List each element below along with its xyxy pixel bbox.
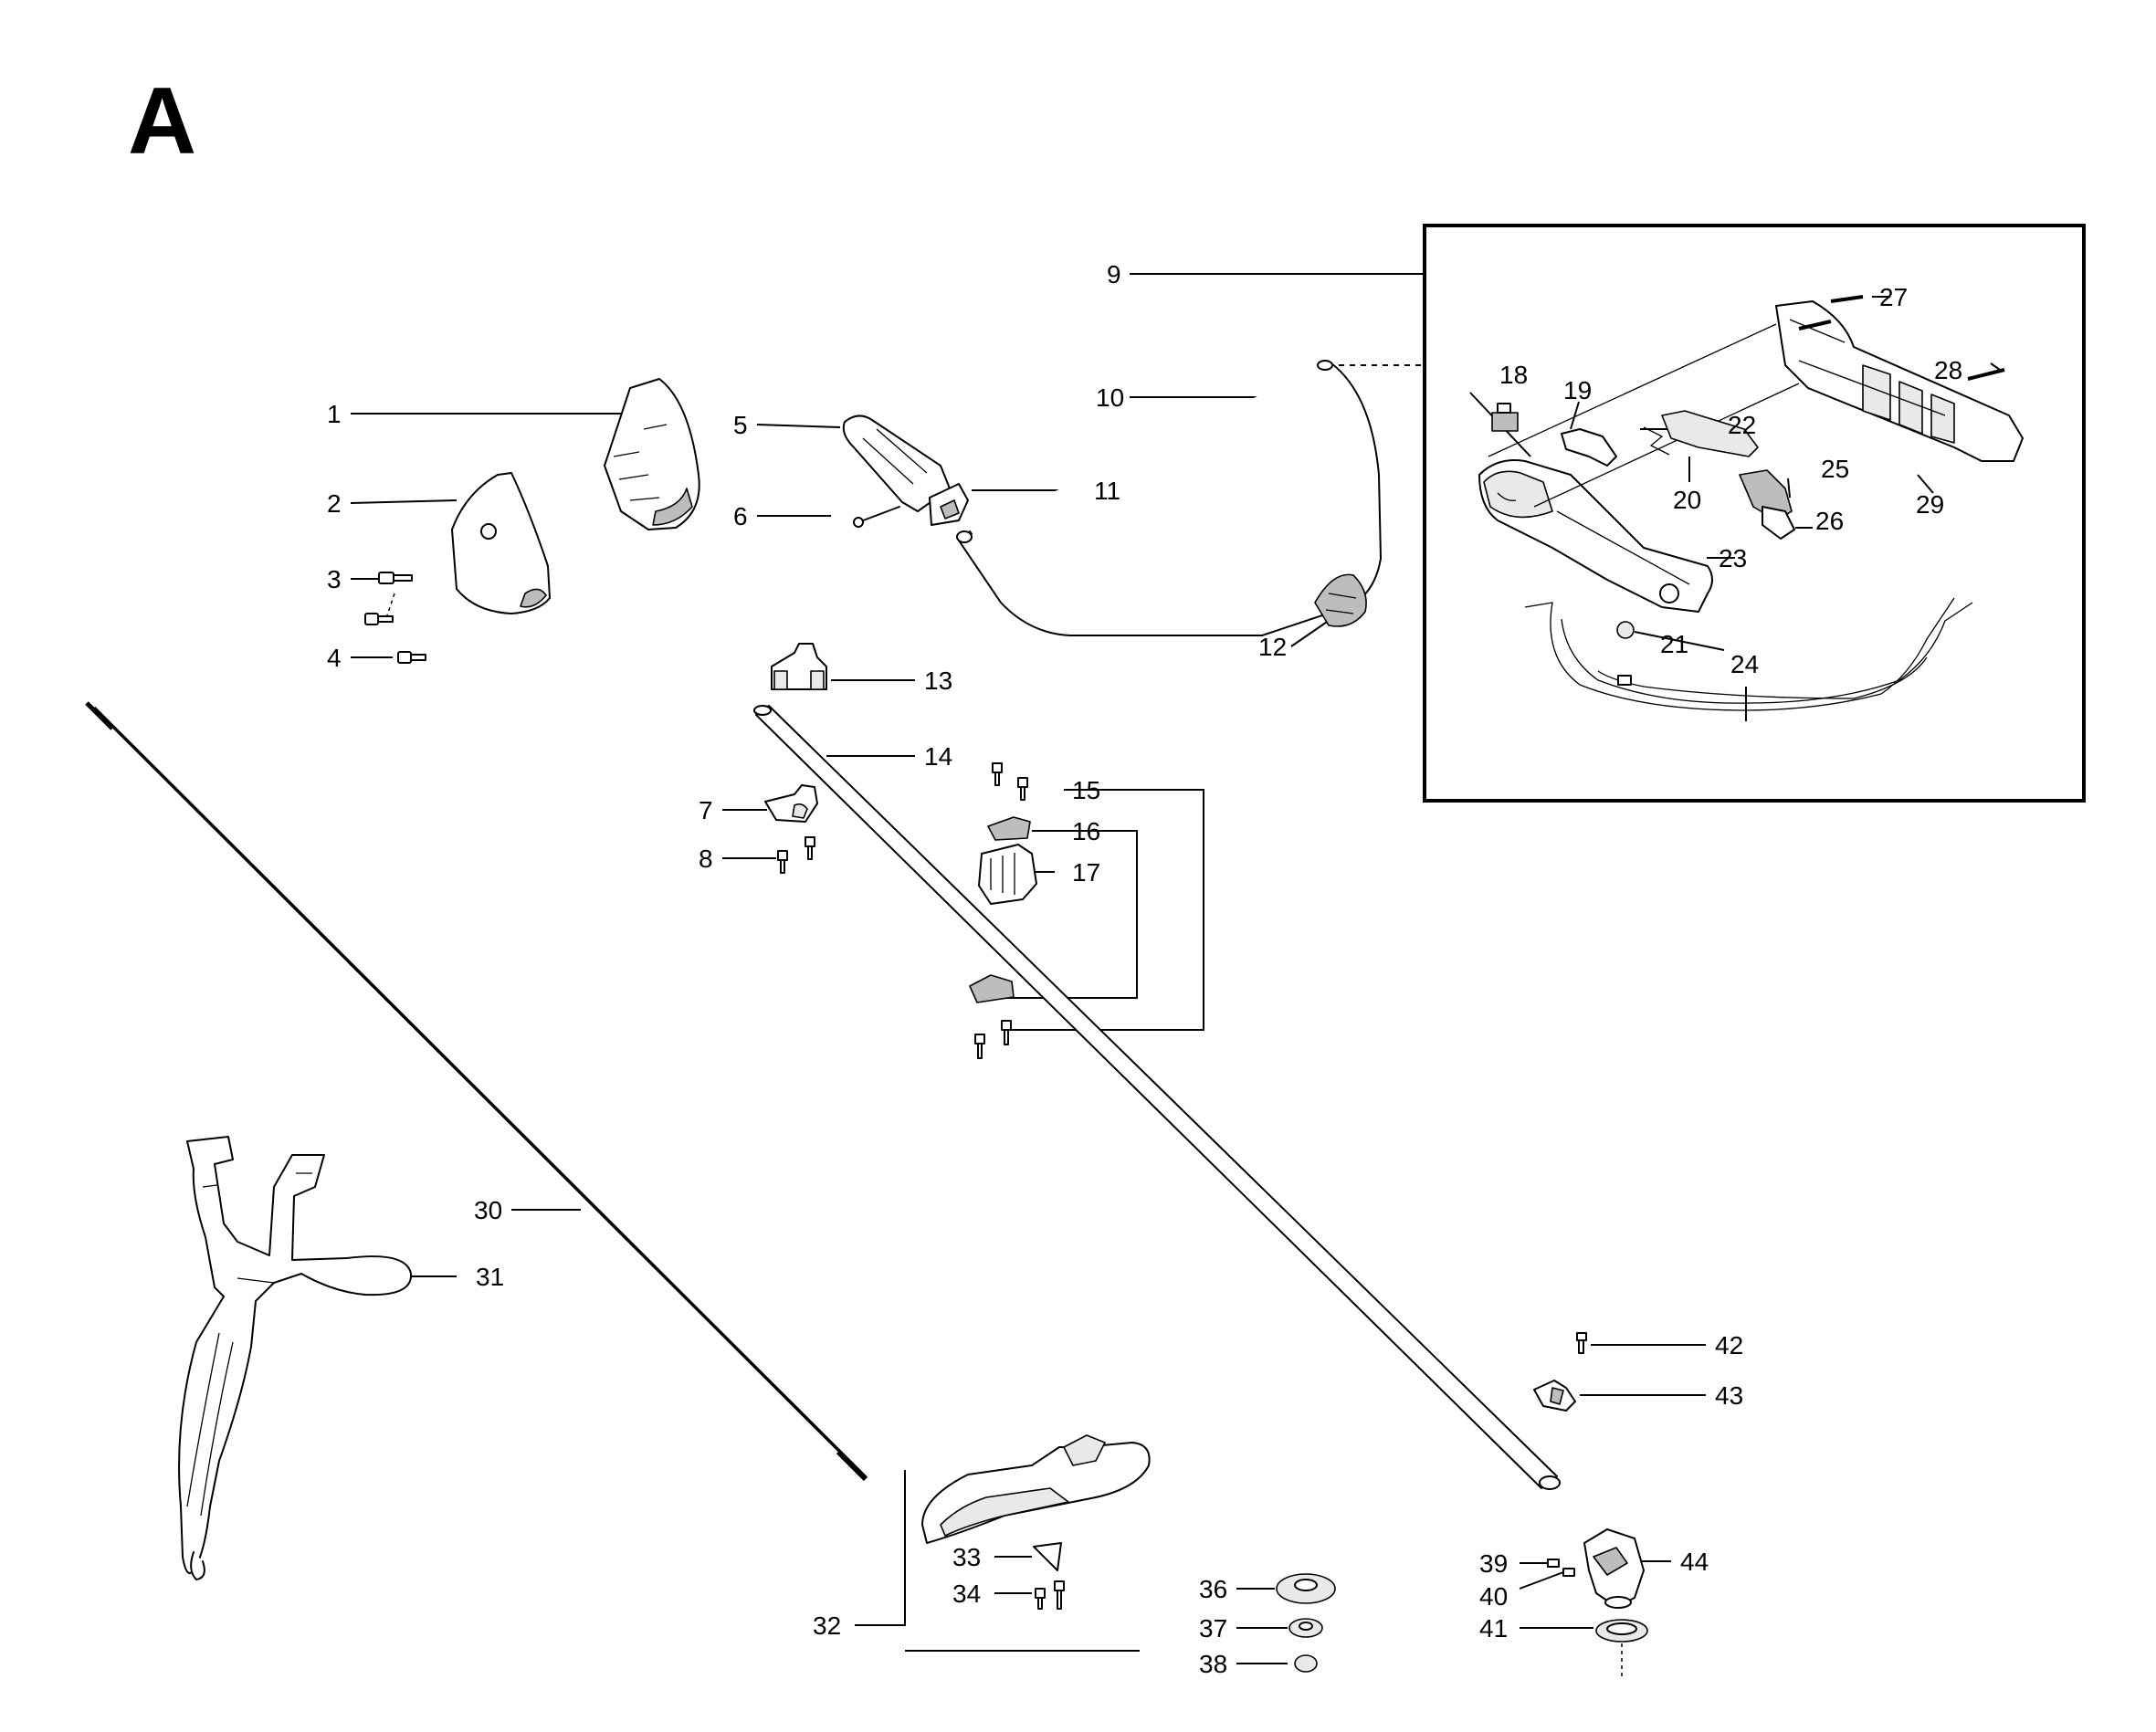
callout-25: 25	[1821, 455, 1849, 483]
callout-17: 17	[1072, 858, 1100, 887]
callout-15: 15	[1072, 776, 1100, 804]
screws-part-27	[1798, 295, 1864, 331]
callout-4: 4	[327, 644, 342, 672]
callout-14: 14	[924, 742, 952, 771]
callout-24: 24	[1730, 650, 1759, 678]
callout-labels: 1 2 3 4 5 6 7 8 9 10 11 12 13 14 15 16 1…	[327, 260, 1962, 1678]
screw-part-40	[1562, 1568, 1575, 1577]
screw-part-4	[397, 651, 426, 664]
trigger-assembly-part	[1739, 469, 1795, 540]
housing-block-part-17	[978, 844, 1037, 905]
cable-harness-part	[1524, 597, 1973, 721]
callout-1: 1	[327, 400, 342, 428]
washer-part-37	[1288, 1618, 1323, 1638]
callout-13: 13	[924, 667, 952, 695]
callout-27: 27	[1879, 283, 1908, 311]
callout-6: 6	[733, 502, 748, 530]
callout-5: 5	[733, 411, 748, 439]
screws-part-8	[777, 836, 815, 874]
callout-8: 8	[699, 845, 713, 873]
screw-part-28	[1967, 368, 2005, 381]
callout-39: 39	[1479, 1549, 1508, 1578]
handle-detail-inset-frame	[1423, 224, 2086, 803]
callout-26: 26	[1815, 507, 1844, 535]
stop-switch-part	[1491, 403, 1519, 432]
engine-cover-part	[604, 378, 700, 530]
callout-41: 41	[1479, 1614, 1508, 1643]
shaft-bracket-part	[771, 643, 827, 690]
callout-36: 36	[1199, 1575, 1227, 1603]
callout-20: 20	[1673, 486, 1701, 514]
callout-23: 23	[1719, 544, 1747, 572]
support-cup-part-36	[1276, 1573, 1336, 1604]
shaft-tube-part	[753, 705, 1561, 1490]
screw-part-3	[364, 572, 413, 625]
barrier-stop-part	[1314, 573, 1367, 627]
callout-18: 18	[1499, 361, 1528, 389]
screws-part-34	[1035, 1580, 1065, 1610]
callout-44: 44	[1680, 1548, 1709, 1576]
fan-cover-part	[451, 472, 551, 614]
callout-38: 38	[1199, 1650, 1227, 1678]
screw-part-42	[1576, 1332, 1587, 1354]
drive-shaft-part	[85, 701, 868, 1482]
callout-43: 43	[1715, 1381, 1743, 1410]
long-screw-part	[853, 506, 900, 528]
guard-clamp-part	[1533, 1380, 1576, 1412]
handle-housing-part	[1488, 300, 2024, 508]
callout-21: 21	[1660, 630, 1688, 658]
callout-16: 16	[1072, 817, 1100, 845]
clamp-half-part-16	[969, 816, 1031, 1003]
support-flange-part	[1595, 1619, 1648, 1643]
callout-12: 12	[1258, 633, 1287, 661]
throttle-handle-part	[1478, 459, 1713, 613]
callout-29: 29	[1916, 490, 1944, 519]
callout-10: 10	[1096, 383, 1124, 412]
callout-42: 42	[1715, 1331, 1743, 1359]
clamp-part-7	[764, 784, 818, 823]
angle-gear-part	[1583, 1528, 1645, 1609]
callout-3: 3	[327, 565, 342, 593]
nut-part-21	[1616, 621, 1635, 639]
callout-11: 11	[1094, 477, 1120, 505]
throttle-trigger-part	[1661, 410, 1759, 457]
sheet-letter: A	[128, 68, 196, 174]
callout-30: 30	[474, 1196, 502, 1224]
callout-19: 19	[1563, 376, 1592, 404]
callout-7: 7	[699, 796, 713, 824]
callout-31: 31	[476, 1263, 504, 1291]
callout-37: 37	[1199, 1614, 1227, 1643]
handle-clamp-part	[929, 483, 969, 526]
screws-part-15	[974, 762, 1028, 1059]
screw-part-39	[1547, 1559, 1560, 1568]
trimmer-guard-part	[921, 1434, 1151, 1544]
loop-handle-bar-part	[956, 360, 1382, 636]
callout-9: 9	[1107, 260, 1121, 289]
callout-22: 22	[1728, 411, 1756, 439]
callout-40: 40	[1479, 1582, 1508, 1611]
harness-part	[178, 1136, 413, 1580]
callout-32: 32	[813, 1611, 841, 1640]
throttle-lock-part	[1561, 428, 1617, 467]
line-cutter-knife-part	[1033, 1542, 1062, 1571]
callout-2: 2	[327, 489, 342, 518]
callout-34: 34	[952, 1580, 981, 1608]
callout-33: 33	[952, 1543, 981, 1571]
nut-part-38	[1294, 1654, 1318, 1673]
callout-28: 28	[1934, 356, 1962, 384]
spring-part	[1643, 426, 1670, 456]
